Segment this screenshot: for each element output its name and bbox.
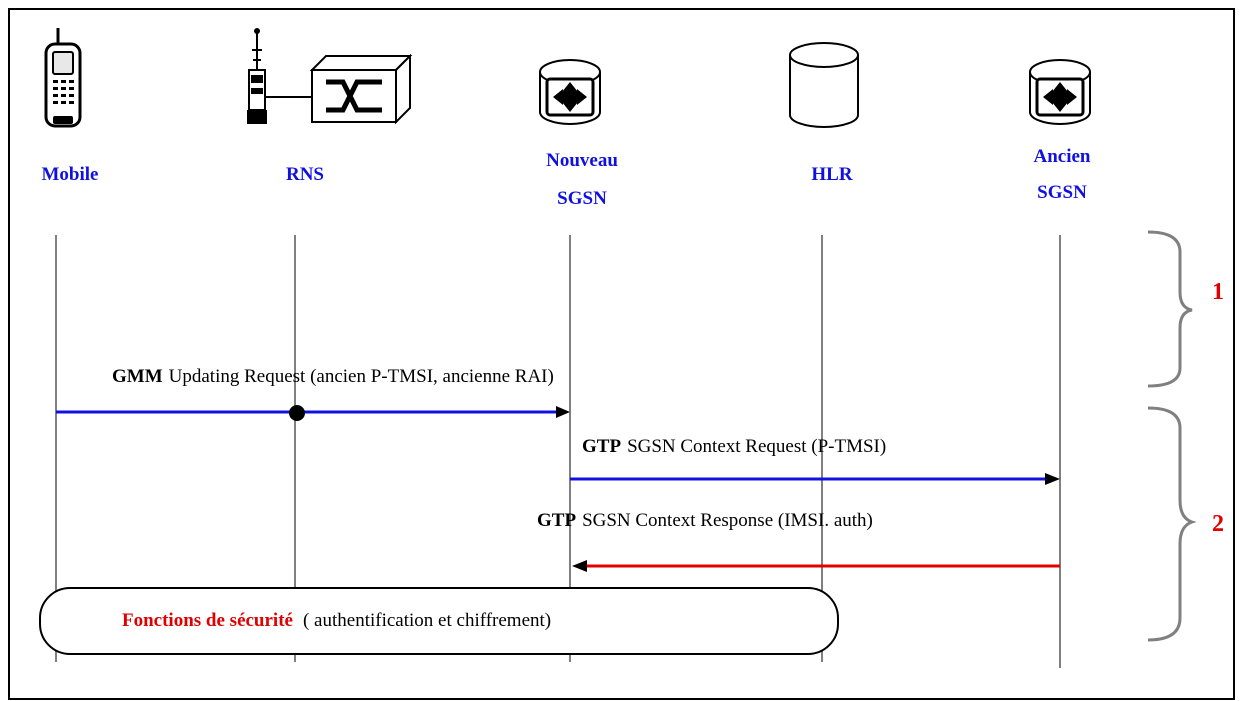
message-gtp-context-request-label: GTP SGSN Context Request (P-TMSI): [582, 436, 886, 457]
relay-dot-rns: [289, 405, 305, 421]
security-functions-box: [39, 587, 839, 655]
security-functions-detail: ( authentification et chiffrement): [303, 610, 551, 631]
arrowhead: [1045, 473, 1060, 485]
entity-label-old-sgsn-line1: Ancien: [1034, 146, 1091, 167]
entity-label-old-sgsn-line2: SGSN: [1037, 182, 1087, 203]
entity-label-new-sgsn-line2: SGSN: [557, 188, 607, 209]
phase-brace-1: [1147, 230, 1193, 388]
phase-brace-2: [1147, 406, 1197, 642]
message-protocol: GTP: [582, 436, 621, 457]
entity-label-new-sgsn-line1: Nouveau: [546, 150, 618, 171]
sgsn-router-icon: [539, 59, 601, 125]
diagram-frame: [8, 8, 1235, 700]
entity-label-hlr: HLR: [811, 164, 852, 185]
mobile-phone-icon: [44, 28, 82, 128]
hlr-database-icon: [789, 42, 859, 128]
security-functions-title: Fonctions de sécurité: [122, 610, 293, 631]
rns-antenna-switch-icon: [247, 28, 413, 125]
sgsn-router-icon: [1029, 59, 1091, 125]
arrowhead: [556, 406, 570, 418]
entity-label-rns: RNS: [286, 164, 324, 185]
message-protocol: GMM: [112, 366, 163, 387]
phase-label-1: 1: [1212, 279, 1224, 305]
message-gtp-context-response-label: GTP SGSN Context Response (IMSI. auth): [537, 510, 873, 531]
arrowhead: [572, 560, 587, 572]
message-protocol: GTP: [537, 510, 576, 531]
phase-label-2: 2: [1212, 511, 1224, 537]
message-text: Updating Request (ancien P-TMSI, ancienn…: [169, 366, 554, 387]
security-functions-label: Fonctions de sécurité ( authentification …: [122, 610, 551, 631]
message-text: SGSN Context Request (P-TMSI): [627, 436, 886, 457]
message-gmm-updating-request-label: GMM Updating Request (ancien P-TMSI, anci…: [112, 366, 554, 387]
message-text: SGSN Context Response (IMSI. auth): [582, 510, 873, 531]
entity-label-mobile: Mobile: [42, 164, 99, 185]
